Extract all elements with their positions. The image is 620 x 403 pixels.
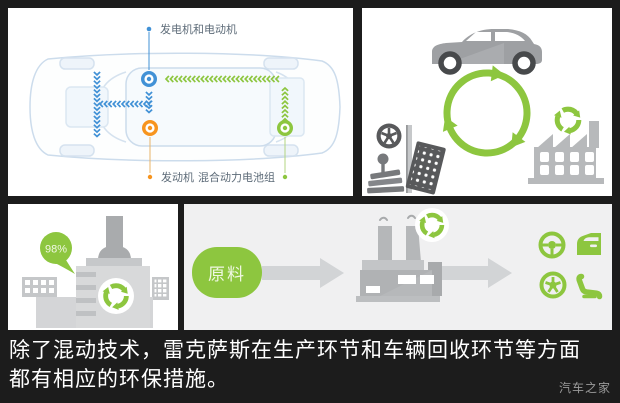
factory-98-svg: 98% (22, 216, 169, 328)
city-buildings-icon (22, 277, 169, 300)
battery-marker (277, 120, 293, 180)
motor-label: 发电机和电动机 (160, 22, 237, 36)
gear-shifter-icon (367, 153, 405, 194)
flow-arrow-1-icon (262, 258, 344, 288)
caption: 除了混动技术，雷克萨斯在生产环节和车辆回收环节等方面 都有相应的环保措施。 (9, 336, 613, 394)
engine-label: 发动机 (161, 170, 194, 184)
hybrid-blueprint-svg: 发电机和电动机 发动机 混合动力电池组 (29, 22, 341, 184)
steering-wheel-icon (538, 231, 566, 259)
caption-line-1: 除了混动技术，雷克萨斯在生产环节和车辆回收环节等方面 (9, 339, 581, 362)
pole-icon (406, 125, 412, 193)
motor-marker (141, 26, 157, 87)
wheel-rim-icon (539, 271, 567, 299)
recycle-cycle-svg (367, 29, 604, 195)
badge-98-label: 98% (45, 244, 67, 256)
recycle-cycle-panel (362, 8, 612, 196)
production-flow-svg: 原料 (192, 208, 603, 302)
battery-label: 混合动力电池组 (198, 170, 275, 184)
hybrid-drivetrain-panel: 发电机和电动机 发动机 混合动力电池组 (8, 8, 353, 196)
car-door-icon (577, 233, 601, 255)
scrap-wheel-icon (376, 123, 402, 149)
factory-98-panel: 98% (8, 204, 178, 330)
factory-side-stripes (76, 272, 96, 316)
car-top-view-icon (29, 52, 341, 162)
battery-flow-chevrons (164, 75, 280, 83)
speech-bubble-98: 98% (40, 232, 75, 274)
engine-marker (142, 120, 158, 180)
caption-line-2: 都有相应的环保措施。 (9, 368, 229, 391)
flow-arrow-2-icon (428, 258, 512, 288)
wheel-flow-chevrons (93, 71, 101, 138)
battery-flow-chevrons-vertical (281, 86, 289, 123)
watermark-autohome: 汽车之家 (558, 381, 611, 395)
raw-material-label: 原料 (208, 265, 246, 284)
production-flow-panel: 原料 (184, 204, 612, 330)
raw-material-pill: 原料 (192, 247, 262, 298)
factory-icon (528, 121, 604, 184)
car-side-icon (432, 29, 542, 75)
perforated-panel-icon (405, 141, 446, 195)
flow-factory-icon (356, 214, 442, 302)
cycle-arrows-icon (442, 65, 531, 157)
car-seat-icon (576, 273, 603, 300)
factory-chimney-icon (98, 216, 131, 260)
recycle-symbol-icon (554, 109, 583, 135)
factory-band (86, 258, 142, 266)
